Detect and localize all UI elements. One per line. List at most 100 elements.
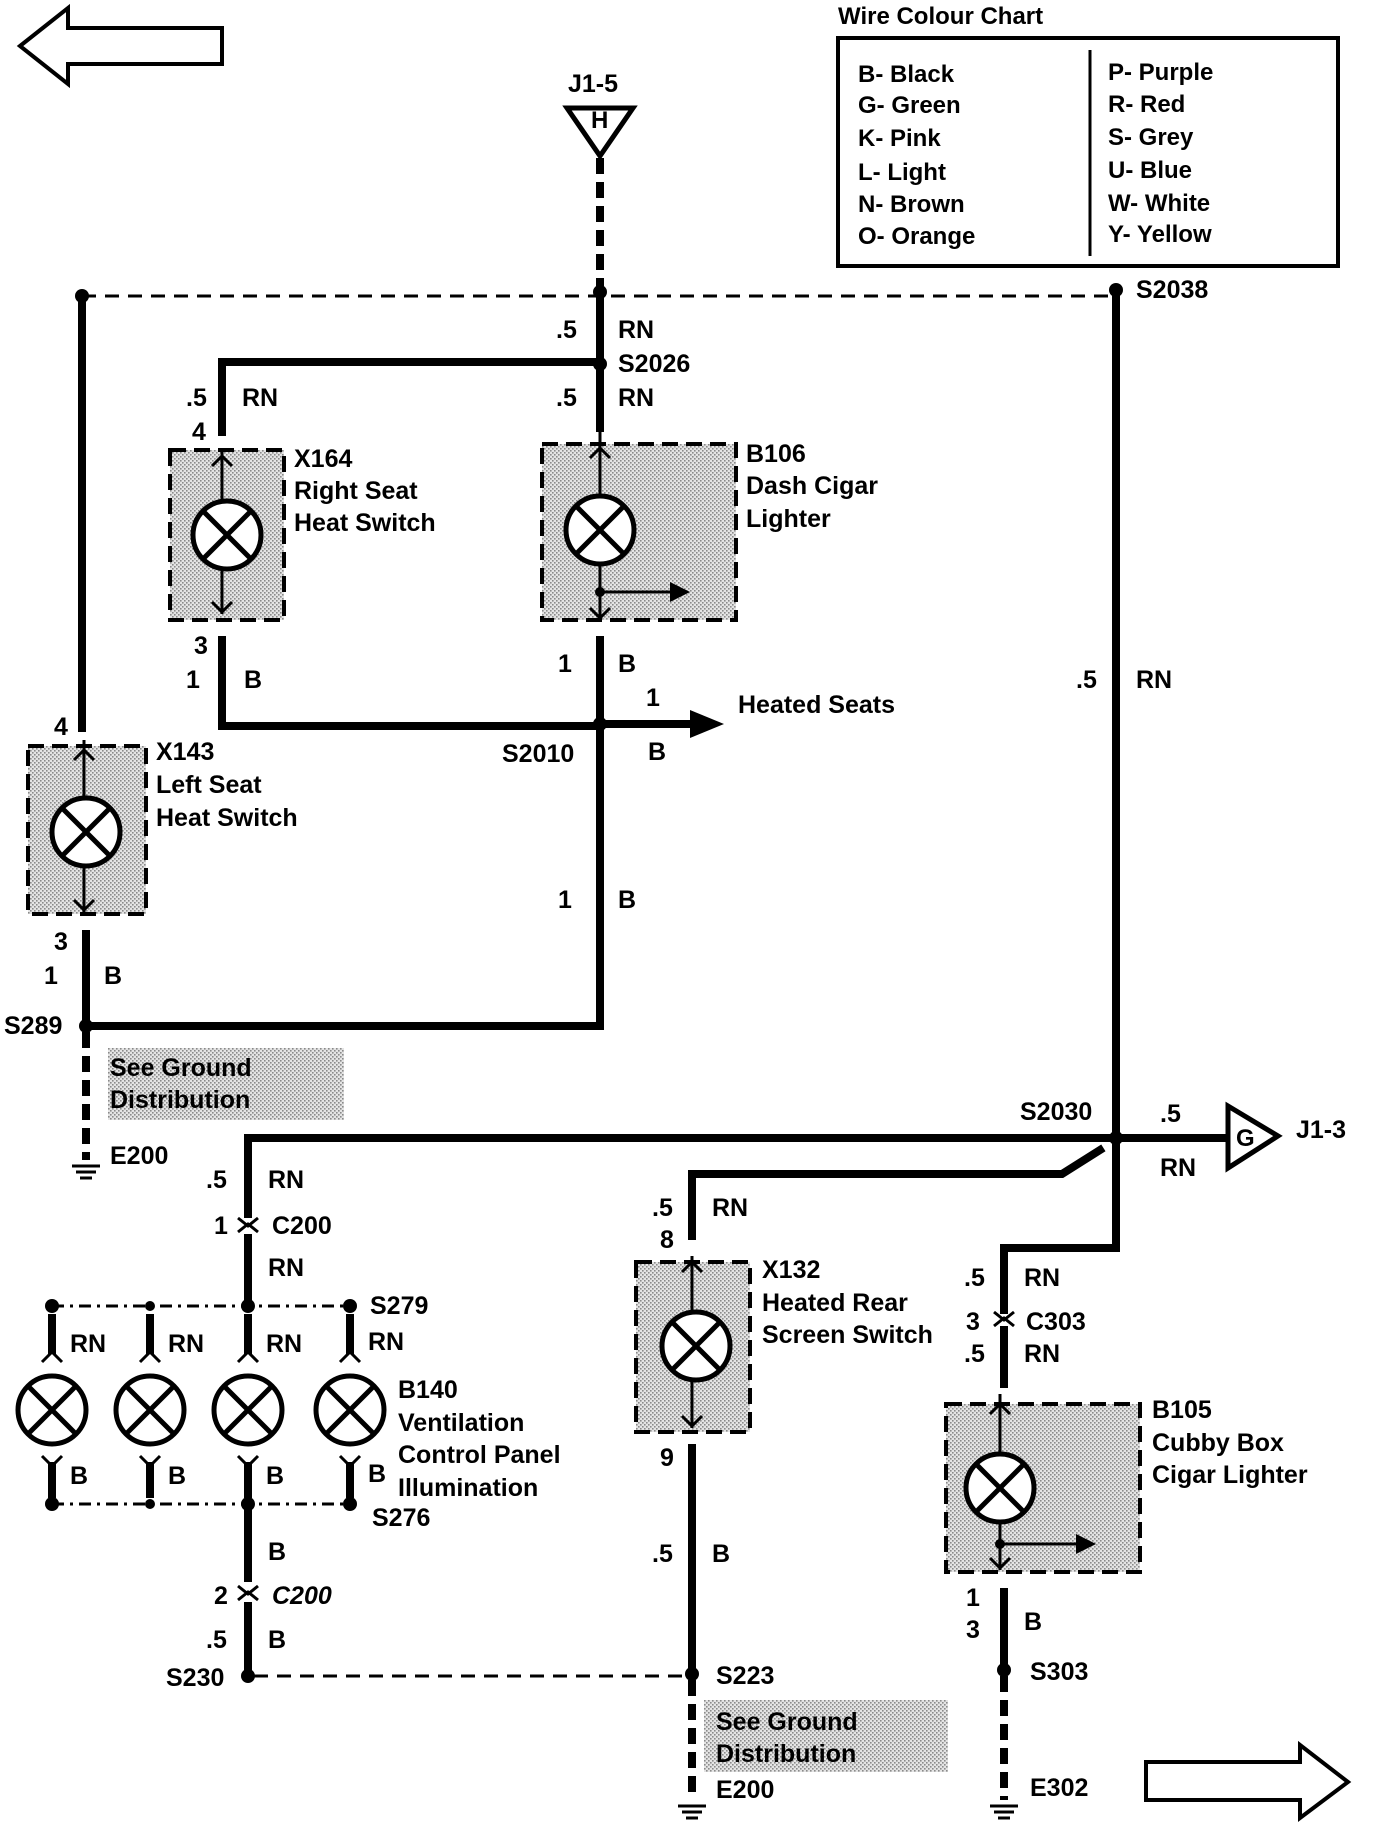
ground-note-box — [704, 1700, 948, 1772]
x132-heated-rear-screen-switch — [634, 1256, 752, 1434]
legend-item: K- Pink — [858, 125, 941, 152]
legend-item: B- Black — [858, 61, 955, 88]
legend-title: Wire Colour Chart — [838, 3, 1043, 30]
legend-item: P- Purple — [1108, 59, 1213, 86]
legend-item: S- Grey — [1108, 124, 1194, 151]
svg-text:J1-5: J1-5 — [568, 70, 618, 98]
svg-text:2: 2 — [214, 1582, 228, 1610]
svg-text:8: 8 — [660, 1226, 674, 1254]
svg-text:Distribution: Distribution — [716, 1740, 856, 1768]
svg-text:9: 9 — [660, 1444, 674, 1472]
svg-text:B: B — [266, 1462, 284, 1490]
splice-label: S2030 — [1020, 1098, 1092, 1126]
svg-text:Dash Cigar: Dash Cigar — [746, 472, 878, 500]
splice-label: S303 — [1030, 1658, 1088, 1686]
legend-item: N- Brown — [858, 191, 965, 218]
wire-rn-b105 — [1000, 1134, 1120, 1314]
svg-text:.5: .5 — [964, 1264, 985, 1292]
b106-dash-cigar-lighter — [540, 432, 738, 622]
forward-arrow-icon[interactable] — [1144, 1740, 1352, 1822]
svg-text:Right Seat: Right Seat — [294, 477, 418, 505]
svg-text:1: 1 — [558, 886, 572, 914]
svg-text:4: 4 — [192, 418, 206, 446]
b140-lamp-4 — [313, 1314, 387, 1498]
svg-text:J1-3: J1-3 — [1296, 1116, 1346, 1144]
svg-text:Illumination: Illumination — [398, 1474, 538, 1502]
svg-text:B: B — [648, 738, 666, 766]
svg-text:Heated Rear: Heated Rear — [762, 1289, 908, 1317]
legend-item: W- White — [1108, 190, 1210, 217]
ground-icon — [678, 1804, 706, 1820]
wire-b-x164 — [218, 636, 604, 730]
svg-text:1: 1 — [186, 666, 200, 694]
svg-text:See Ground: See Ground — [716, 1708, 858, 1736]
svg-text:RN: RN — [618, 384, 654, 412]
splice-label: S279 — [370, 1292, 428, 1320]
svg-text:B: B — [368, 1460, 386, 1488]
svg-text:Lighter: Lighter — [746, 505, 831, 533]
component-id: X164 — [294, 445, 352, 473]
component-id: B140 — [398, 1376, 458, 1404]
b140-lamp-3 — [211, 1314, 285, 1498]
svg-text:B: B — [268, 1538, 286, 1566]
svg-text:Heat Switch: Heat Switch — [294, 509, 436, 537]
svg-text:RN: RN — [618, 316, 654, 344]
svg-text:RN: RN — [70, 1330, 106, 1358]
ground-icon — [990, 1804, 1018, 1820]
ground-note-box — [108, 1048, 344, 1120]
b140-lamp-2 — [113, 1314, 187, 1498]
svg-text:.5: .5 — [556, 316, 577, 344]
svg-text:G: G — [1236, 1125, 1255, 1152]
svg-text:3: 3 — [194, 632, 208, 660]
splice-label: S289 — [4, 1012, 62, 1040]
svg-text:RN: RN — [266, 1330, 302, 1358]
splice-label: S2026 — [618, 350, 690, 378]
svg-text:Heat Switch: Heat Switch — [156, 804, 298, 832]
splice-label: S230 — [166, 1664, 224, 1692]
component-id: B106 — [746, 440, 806, 468]
svg-text:3: 3 — [966, 1308, 980, 1336]
svg-text:B: B — [712, 1540, 730, 1568]
splice-label: S2010 — [502, 740, 574, 768]
splice-label: S276 — [372, 1504, 430, 1532]
svg-text:3: 3 — [54, 928, 68, 956]
heated-seats-label[interactable]: Heated Seats — [738, 691, 895, 719]
svg-text:1: 1 — [558, 650, 572, 678]
wire-rn-x132 — [688, 1144, 1106, 1240]
ground-label: E200 — [716, 1776, 774, 1804]
legend-item: L- Light — [858, 159, 946, 186]
svg-text:.5: .5 — [1160, 1100, 1181, 1128]
svg-text:3: 3 — [966, 1616, 980, 1644]
component-id: X132 — [762, 1256, 820, 1284]
svg-text:RN: RN — [1024, 1340, 1060, 1368]
svg-text:RN: RN — [242, 384, 278, 412]
splice-label: S2038 — [1136, 276, 1208, 304]
svg-text:Cigar Lighter: Cigar Lighter — [1152, 1461, 1308, 1489]
svg-text:B: B — [1024, 1608, 1042, 1636]
x164-right-seat-heat-switch — [168, 448, 286, 622]
svg-text:.5: .5 — [556, 384, 577, 412]
component-id: X143 — [156, 738, 214, 766]
svg-text:.5: .5 — [186, 384, 207, 412]
svg-text:B: B — [70, 1462, 88, 1490]
connector-label: C200 — [272, 1212, 332, 1240]
svg-text:.5: .5 — [964, 1340, 985, 1368]
ground-label: E200 — [110, 1142, 168, 1170]
svg-text:B: B — [618, 886, 636, 914]
ground-label: E302 — [1030, 1774, 1088, 1802]
svg-text:RN: RN — [368, 1328, 404, 1356]
back-arrow-icon[interactable] — [16, 3, 224, 89]
svg-text:See Ground: See Ground — [110, 1054, 252, 1082]
svg-text:RN: RN — [1136, 666, 1172, 694]
svg-text:RN: RN — [268, 1166, 304, 1194]
svg-text:1: 1 — [214, 1212, 228, 1240]
svg-text:.5: .5 — [206, 1626, 227, 1654]
svg-text:B: B — [618, 650, 636, 678]
connector-label: C303 — [1026, 1308, 1086, 1336]
svg-text:Cubby Box: Cubby Box — [1152, 1429, 1284, 1457]
svg-text:RN: RN — [168, 1330, 204, 1358]
connector-j1-3: G J1-3 — [1225, 1101, 1346, 1173]
svg-text:Ventilation: Ventilation — [398, 1409, 524, 1437]
splice-label: S223 — [716, 1662, 774, 1690]
svg-text:Screen Switch: Screen Switch — [762, 1321, 933, 1349]
